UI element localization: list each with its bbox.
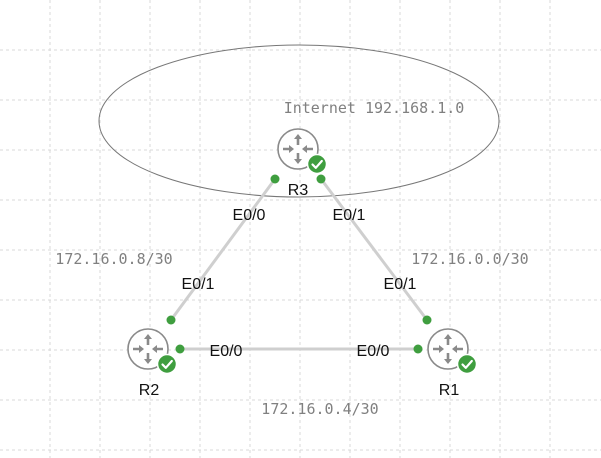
port-label-r2-e0-1: E0/1: [182, 276, 215, 293]
link-r3-r1[interactable]: [319, 178, 429, 321]
subnet-label-r2-r1: 172.16.0.4/30: [261, 400, 378, 418]
port-dot-r1-e0-1[interactable]: [422, 315, 432, 325]
internet-cloud[interactable]: [98, 44, 500, 198]
port-label-r1-e0-1: E0/1: [384, 276, 417, 293]
port-dot-r2-e0-1[interactable]: [166, 315, 176, 325]
port-label-r1-e0-0: E0/0: [357, 343, 390, 360]
port-dot-r3-e0-1[interactable]: [316, 174, 326, 184]
port-label-r2-e0-0: E0/0: [210, 343, 243, 360]
port-label-r3-e0-0: E0/0: [233, 207, 266, 224]
router-arrows-icon: [277, 128, 319, 170]
router-name-r3: R3: [288, 182, 309, 199]
router-arrows-icon: [127, 328, 169, 370]
router-arrows-icon: [427, 328, 469, 370]
router-r3[interactable]: [277, 128, 328, 175]
status-check-icon: [156, 353, 178, 375]
router-name-r1: R1: [439, 382, 460, 399]
port-dot-r2-e0-0[interactable]: [175, 344, 185, 354]
port-dot-r1-e0-0[interactable]: [413, 344, 423, 354]
subnet-label-r3-r2: 172.16.0.8/30: [55, 250, 172, 268]
port-dot-r3-e0-0[interactable]: [270, 174, 280, 184]
router-name-r2: R2: [139, 382, 160, 399]
status-check-icon: [456, 353, 478, 375]
status-check-icon: [306, 153, 328, 175]
link-r3-r2[interactable]: [169, 178, 277, 321]
port-label-r3-e0-1: E0/1: [333, 207, 366, 224]
router-r1[interactable]: [427, 328, 478, 375]
subnet-label-r3-r1: 172.16.0.0/30: [411, 250, 528, 268]
router-r2[interactable]: [127, 328, 178, 375]
internet-cloud-label: Internet 192.168.1.0: [284, 99, 465, 117]
